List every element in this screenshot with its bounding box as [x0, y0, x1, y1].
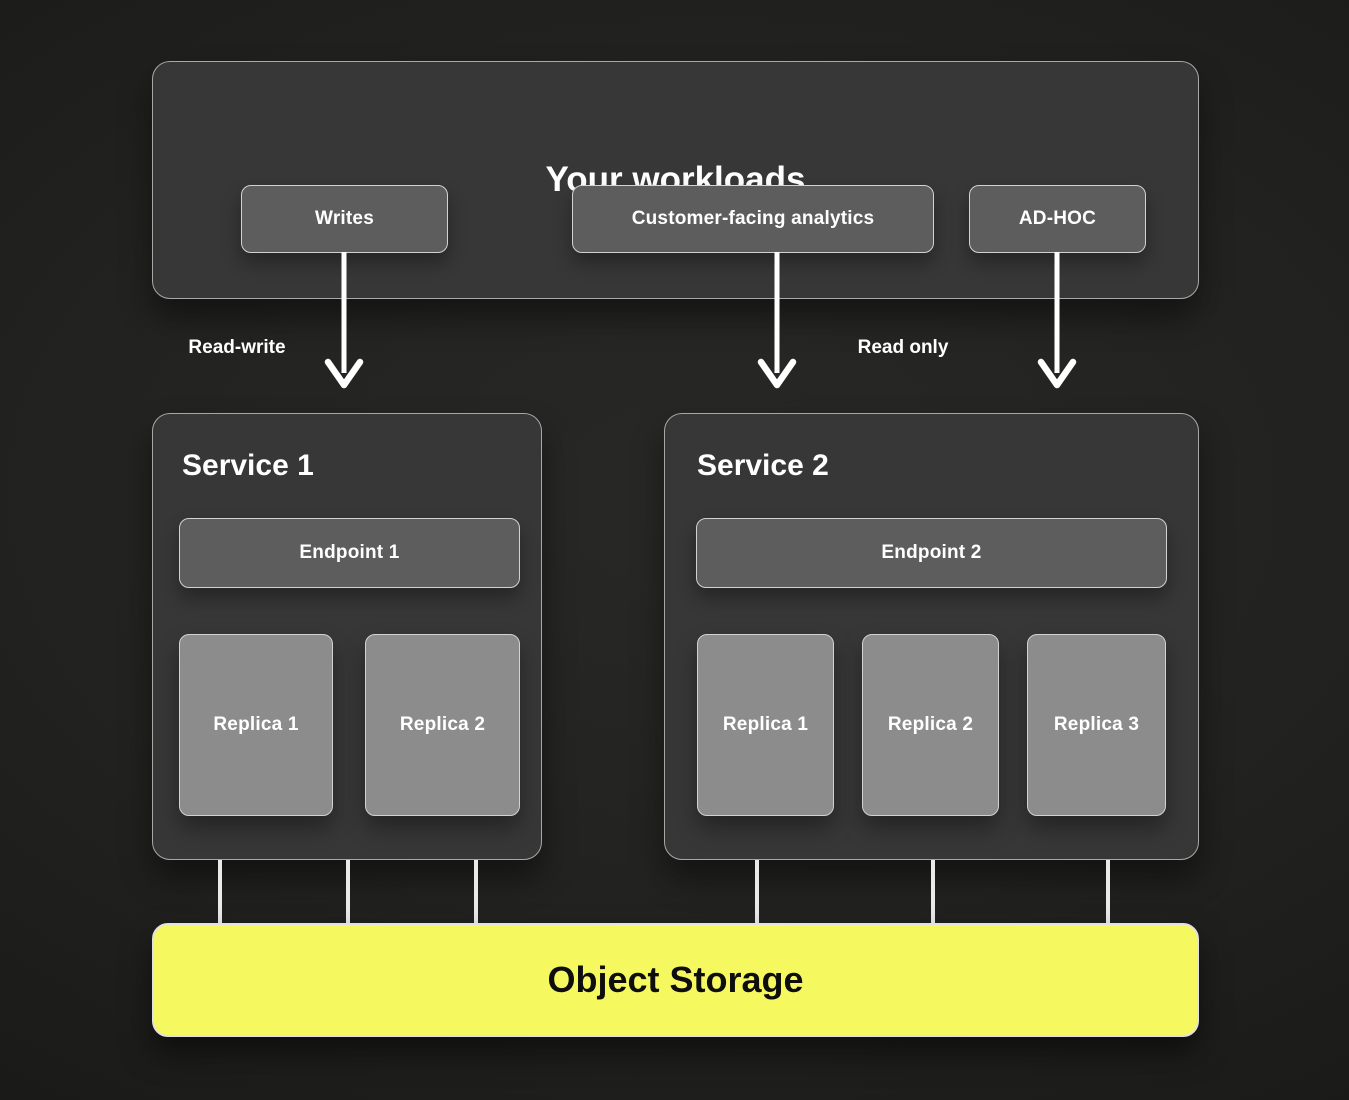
object-storage-box: Object Storage: [152, 923, 1199, 1037]
workload-analytics-label: Customer-facing analytics: [631, 208, 875, 229]
service-2-replica-2-box: Replica 2: [862, 634, 999, 816]
workload-adhoc-box: AD-HOC: [969, 185, 1146, 253]
service-1-endpoint-label: Endpoint 1: [299, 542, 400, 563]
read-write-label: Read-write: [188, 337, 286, 358]
arrow-down-icon: [324, 252, 364, 389]
replica-label: Replica 1: [213, 714, 299, 735]
workload-analytics-box: Customer-facing analytics: [572, 185, 934, 253]
replica-label: Replica 3: [1053, 714, 1140, 735]
service-2-endpoint-label: Endpoint 2: [881, 542, 982, 563]
service-1-title: Service 1: [182, 449, 314, 482]
connector-line: [1106, 860, 1110, 925]
service-1-replica-1-box: Replica 1: [179, 634, 333, 816]
workloads-panel: Your workloads Writes Customer-facing an…: [152, 61, 1199, 299]
service-1-panel: Service 1 Endpoint 1 Replica 1 Replica 2: [152, 413, 542, 860]
arrow-down-icon: [757, 252, 797, 389]
service-2-title: Service 2: [697, 449, 829, 482]
service-2-replica-3-box: Replica 3: [1027, 634, 1166, 816]
workload-adhoc-label: AD-HOC: [1018, 208, 1097, 229]
replica-label: Replica 1: [722, 714, 809, 735]
connector-line: [218, 860, 222, 925]
replica-label: Replica 2: [887, 714, 974, 735]
arrow-down-icon: [1037, 252, 1077, 389]
connector-line: [346, 860, 350, 925]
service-2-panel: Service 2 Endpoint 2 Replica 1 Replica 2…: [664, 413, 1199, 860]
workload-writes-box: Writes: [241, 185, 448, 253]
read-only-label: Read only: [857, 337, 949, 358]
service-2-replica-1-box: Replica 1: [697, 634, 834, 816]
service-2-endpoint-box: Endpoint 2: [696, 518, 1167, 588]
workload-writes-label: Writes: [315, 208, 374, 229]
connector-line: [474, 860, 478, 925]
object-storage-label: Object Storage: [547, 959, 804, 1000]
connector-line: [755, 860, 759, 925]
replica-label: Replica 2: [399, 714, 486, 735]
service-1-endpoint-box: Endpoint 1: [179, 518, 520, 588]
service-1-replica-2-box: Replica 2: [365, 634, 520, 816]
connector-line: [931, 860, 935, 925]
